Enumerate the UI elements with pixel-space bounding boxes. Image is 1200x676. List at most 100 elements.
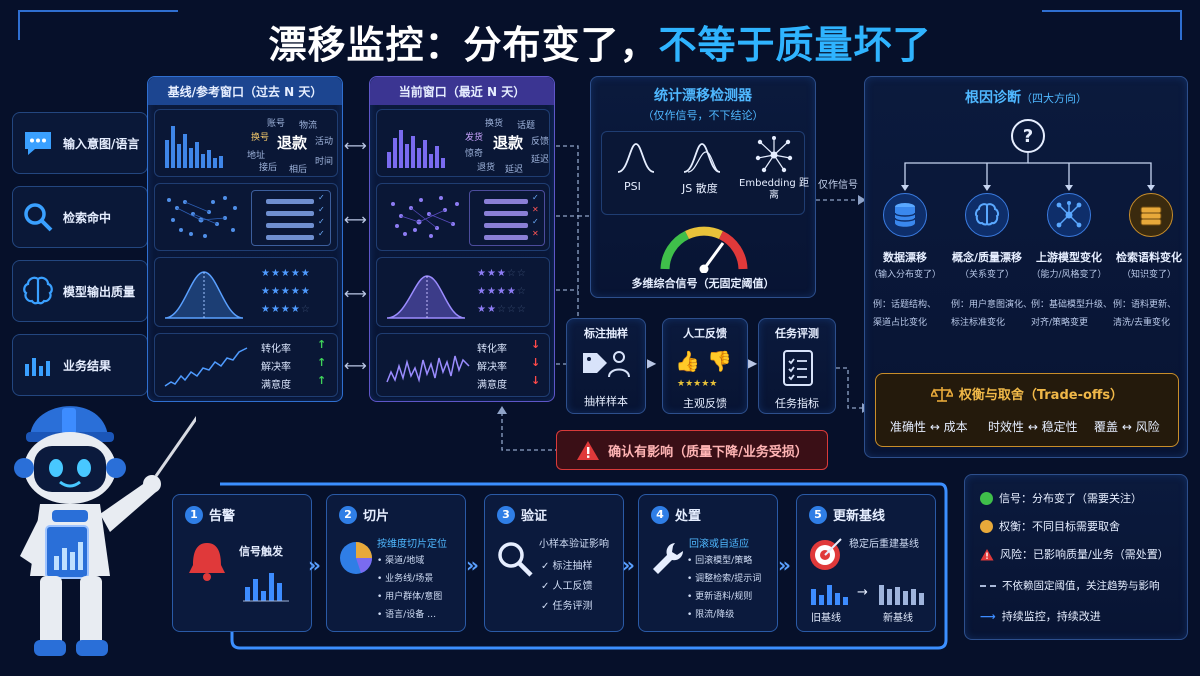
word-cloud-word: 发货 — [465, 133, 484, 143]
word-cloud-word: 时间 — [315, 157, 334, 167]
compare-arrow-icon: ⟷ — [344, 356, 367, 375]
method-label: Embedding 距离 — [739, 178, 809, 201]
step-number-badge: 1 — [185, 505, 203, 524]
step-line: • 更新语料/规则 — [687, 592, 753, 602]
step-chevron-icon: » — [308, 553, 321, 577]
step-desc: 稳定后重建基线 — [849, 539, 919, 550]
step-number-badge: 2 — [339, 505, 357, 524]
magnifier-icon — [21, 200, 55, 234]
baseline-window-panel: 基线/参考窗口（过去 N 天） 账号 物流 换号 退款 活动 地址 接后 相后 … — [147, 76, 343, 402]
row-label-retrieval: 检索命中 — [12, 186, 148, 248]
row-label-text: 输入意图/语言 — [63, 136, 140, 151]
signal-gauge-icon — [660, 226, 748, 273]
metric-label: 解决率 — [477, 362, 507, 373]
question-icon: ? — [1011, 119, 1045, 153]
step-line: • 语言/设备 … — [377, 610, 437, 620]
metric-label: 转化率 — [477, 344, 507, 355]
new-baseline-label: 新基线 — [883, 613, 913, 624]
step-remediate-card: 4 处置 回滚或自适应 • 回滚模型/策略 • 调整检索/提示词 • 更新语料/规… — [638, 494, 778, 632]
row-label-business: 业务结果 — [12, 334, 148, 396]
current-trend-line — [386, 355, 470, 383]
word-cloud-word-main: 退款 — [277, 134, 308, 152]
step-number-badge: 4 — [651, 505, 669, 524]
js-curve-icon — [683, 143, 721, 173]
dashed-line-icon — [980, 584, 996, 587]
step-chevron-icon: » — [778, 553, 791, 577]
legend-item-continuous: ⟶持续监控，持续改进 — [980, 608, 1101, 624]
tradeoff-box: 权衡与取舍（Trade-offs） 准确性 ↔ 成本 时效性 ↔ 稳定性 覆盖 … — [875, 373, 1179, 447]
cause-example: 清洗/去重变化 — [1113, 318, 1171, 328]
cause-icon-database — [883, 193, 927, 237]
corner-deco-right — [1042, 10, 1182, 40]
psi-curve-icon — [617, 143, 655, 173]
root-cause-panel: 根因诊断（四大方向） ? 数据漂移 （输入分布变了） 概念/质量漂移 （关系变了… — [864, 76, 1188, 458]
word-cloud-word: 接后 — [259, 163, 278, 173]
cause-icon-brain — [965, 193, 1009, 237]
up-arrow-icon: ↑ — [317, 374, 327, 387]
rebaseline-arrow-icon: → — [857, 585, 868, 600]
method-label: JS 散度 — [682, 182, 718, 195]
current-retrieval-cell: ✓ ✕ ✓ ✕ — [376, 183, 550, 251]
chat-bubble-icon — [21, 126, 55, 160]
bar-chart-icon — [21, 348, 55, 382]
current-window-panel: 当前窗口（最近 N 天） 换货 话题 发货 退款 反馈 惊奇 退货 延迟 延迟 … — [369, 76, 555, 402]
embedding-network-icon — [755, 136, 793, 173]
green-dot-icon — [980, 491, 993, 505]
word-cloud-word: 活动 — [315, 137, 334, 147]
down-arrow-icon: ↓ — [531, 374, 541, 387]
compare-arrow-icon: ⟷ — [344, 210, 367, 229]
word-cloud-word: 延迟 — [531, 155, 550, 165]
current-window-title: 当前窗口（最近 N 天） — [370, 77, 554, 105]
step-line: • 渠道/地域 — [377, 556, 425, 566]
corner-deco-left — [18, 10, 178, 40]
tradeoff-title-row: 权衡与取舍（Trade-offs） — [876, 384, 1178, 403]
word-cloud-word: 地址 — [247, 151, 266, 161]
baseline-bell-curve — [164, 271, 244, 319]
root-cause-title-main: 根因诊断 — [965, 90, 1021, 106]
tradeoff-item: 准确性 ↔ 成本 — [890, 420, 968, 434]
page-title: 漂移监控：分布变了，不等于质量坏了 — [0, 14, 1200, 69]
warning-icon — [577, 441, 600, 460]
robot-mascot-illustration — [14, 406, 196, 656]
step-desc: 小样本验证影响 — [539, 539, 609, 550]
up-arrow-icon: ↑ — [317, 338, 327, 351]
step-line: • 调整检索/提示词 — [687, 574, 762, 584]
step-desc: 回滚或自适应 — [689, 539, 749, 550]
cause-name: 数据漂移 — [883, 251, 927, 264]
baseline-trend-line — [164, 347, 248, 387]
current-input-cell: 换货 话题 发货 退款 反馈 惊奇 退货 延迟 延迟 — [376, 109, 550, 177]
step-chevron-icon: » — [466, 553, 479, 577]
word-cloud-word: 物流 — [299, 121, 318, 131]
rating-stars: ★★☆☆☆ — [477, 304, 527, 315]
checklist-icon — [783, 350, 813, 386]
baseline-retrieval-list: ✓ ✓ ✓ ✓ — [251, 190, 331, 246]
rating-stars: ★★★☆☆ — [477, 268, 527, 279]
word-cloud-word-main: 退款 — [493, 134, 524, 152]
step-title-text: 处置 — [675, 509, 702, 524]
rating-stars: ★★★★★ — [677, 379, 718, 389]
title-part2: 不等于质量坏了 — [658, 23, 932, 67]
rating-stars: ★★★★★ — [261, 286, 311, 297]
row-label-text: 检索命中 — [63, 210, 112, 225]
legend-text: 风险：已影响质量/业务（需处置） — [1000, 548, 1169, 561]
rating-stars: ★★★★☆ — [261, 304, 311, 315]
step-line: • 回滚模型/策略 — [687, 556, 753, 566]
cause-example: 标注标准变化 — [951, 318, 1006, 328]
cause-example: 例：用户意图演化、 — [951, 300, 1033, 310]
rating-stars: ★★★★☆ — [477, 286, 527, 297]
cause-sub: （关系变了） — [959, 270, 1014, 280]
step-line: ✓ 人工反馈 — [541, 581, 593, 592]
down-arrow-icon: ↓ — [531, 356, 541, 369]
old-baseline-label: 旧基线 — [811, 613, 841, 624]
baseline-retrieval-cell: ✓ ✓ ✓ ✓ — [154, 183, 338, 251]
legend-text: 不依赖固定阈值，关注趋势与影响 — [1002, 580, 1160, 592]
legend-text: 持续监控，持续改进 — [1001, 610, 1101, 623]
